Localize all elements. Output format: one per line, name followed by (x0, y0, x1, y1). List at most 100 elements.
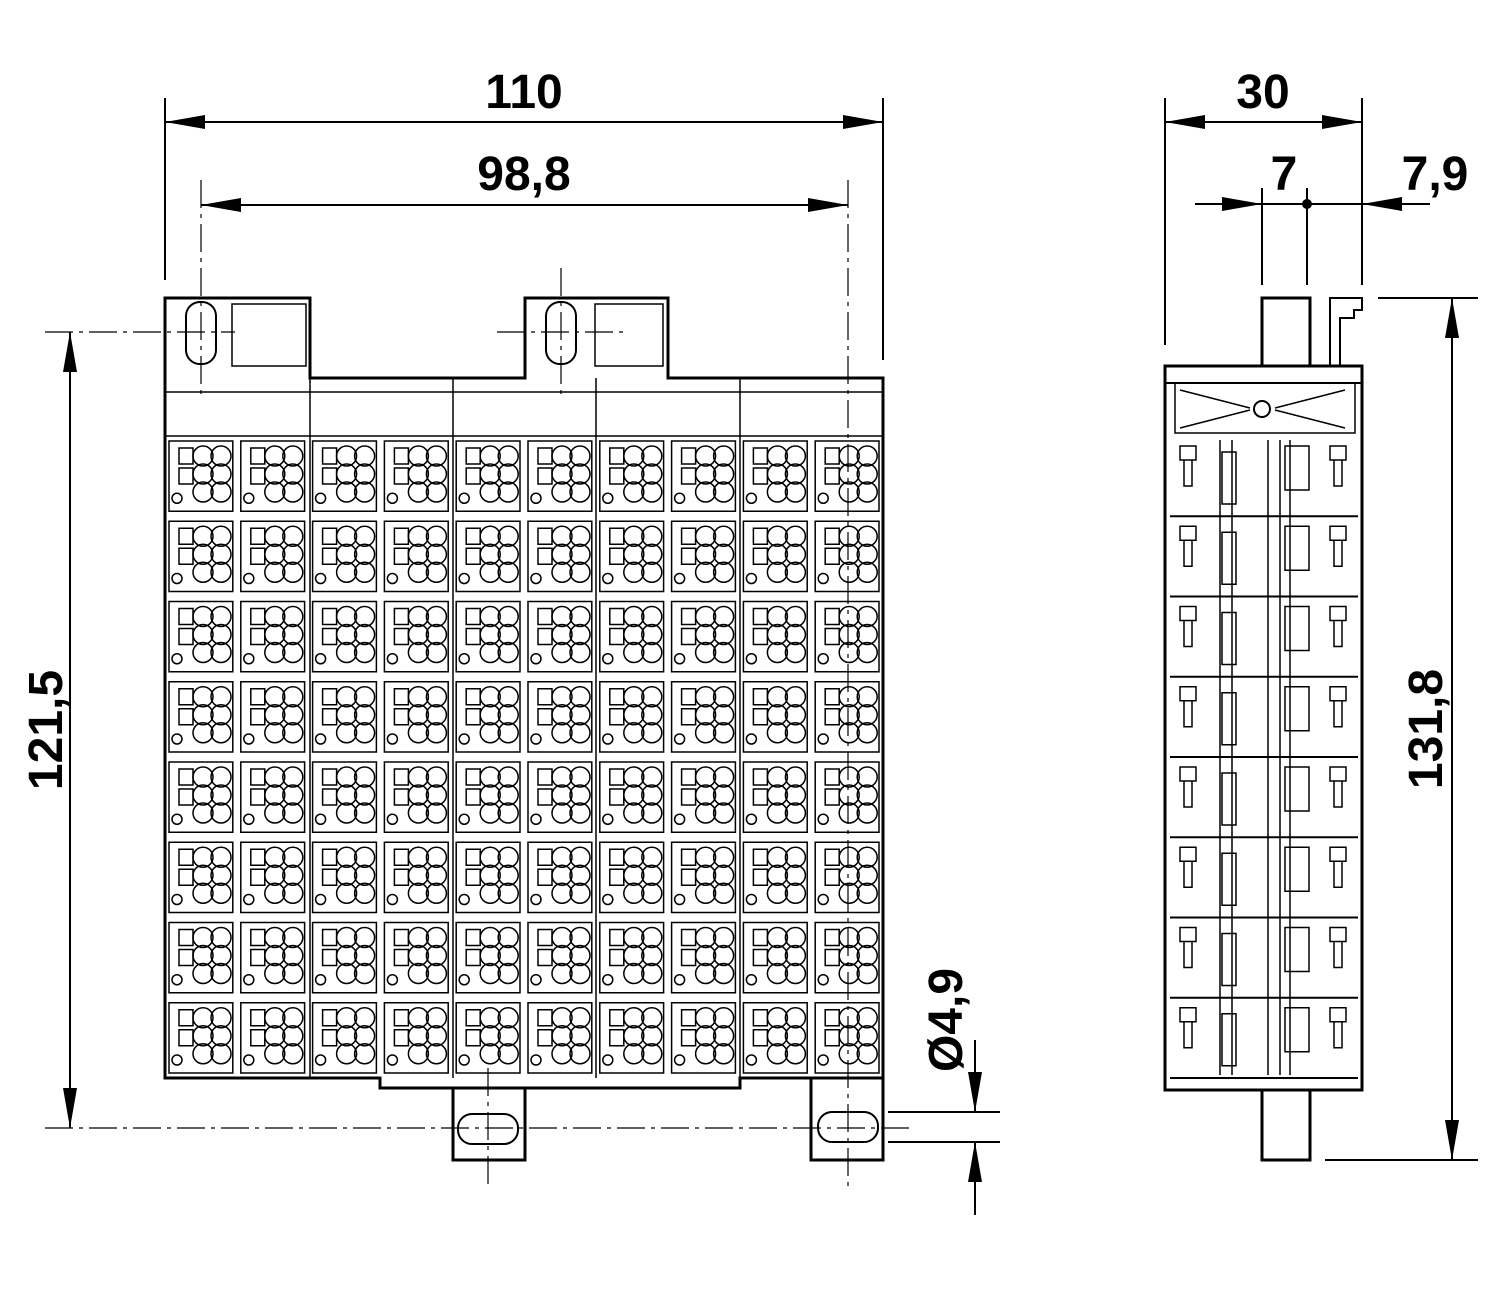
dim-label-30: 30 (1236, 66, 1289, 119)
side-contact-row (1170, 846, 1358, 919)
dim-label-121-5: 121,5 (20, 670, 73, 790)
terminal-module (383, 600, 449, 673)
side-contact-row (1170, 1007, 1358, 1079)
terminal-module (311, 440, 378, 512)
terminal-module (527, 440, 593, 512)
terminal-module (383, 841, 449, 914)
front-top-foot-left (231, 303, 307, 367)
terminal-module (742, 681, 808, 753)
side-bottom-stub (1260, 1088, 1312, 1162)
side-terminal-grid (1170, 440, 1358, 1079)
terminal-module (814, 520, 880, 593)
terminal-module (814, 1002, 880, 1074)
dim-label-7-9: 7,9 (1402, 148, 1469, 201)
terminal-module (742, 921, 808, 994)
terminal-module (814, 600, 880, 673)
terminal-module (240, 600, 306, 673)
terminal-module (311, 681, 378, 753)
dimension-30: 30 (1164, 66, 1363, 345)
terminal-module (168, 440, 234, 512)
terminal-module (599, 921, 665, 994)
side-contact-row (1170, 686, 1358, 758)
terminal-module (311, 921, 378, 994)
terminal-module (527, 600, 593, 673)
terminal-module (240, 841, 306, 914)
terminal-module (168, 1002, 234, 1074)
terminal-module (383, 440, 449, 512)
terminal-module (383, 520, 449, 593)
terminal-module (670, 761, 737, 833)
side-contact-row (1170, 445, 1358, 518)
terminal-module (168, 841, 234, 914)
terminal-module (599, 1002, 665, 1074)
dim-label-hole-diameter: Ø4,9 (920, 968, 973, 1072)
dimension-131-8: 131,8 (1325, 297, 1478, 1161)
terminal-module (168, 921, 234, 994)
terminal-module (814, 681, 880, 753)
terminal-module (311, 520, 378, 593)
terminal-module (742, 1002, 808, 1074)
terminal-module (670, 841, 737, 914)
terminal-module (599, 520, 665, 593)
terminal-module (455, 520, 521, 593)
terminal-module (383, 761, 449, 833)
terminal-module (742, 761, 808, 833)
terminal-module (599, 440, 665, 512)
dim-label-110: 110 (485, 66, 562, 119)
terminal-module (383, 921, 449, 994)
dim-label-7: 7 (1271, 148, 1298, 201)
terminal-module (455, 761, 521, 833)
terminal-module (814, 921, 880, 994)
terminal-module (240, 1002, 306, 1074)
terminal-module (814, 841, 880, 914)
side-top-stub (1260, 296, 1312, 368)
side-contact-row (1170, 926, 1358, 999)
terminal-module (311, 841, 378, 914)
terminal-module (670, 1002, 737, 1074)
dimension-7-and-7-9: 7 7,9 (1195, 148, 1468, 285)
terminal-module (599, 600, 665, 673)
terminal-module (670, 440, 737, 512)
terminal-module (455, 681, 521, 753)
dim-label-98-8: 98,8 (477, 148, 570, 201)
terminal-module (455, 600, 521, 673)
dimension-110: 110 (164, 66, 884, 360)
dim-label-131-8: 131,8 (1400, 669, 1453, 789)
terminal-module (455, 440, 521, 512)
side-header-truss (1174, 382, 1356, 434)
side-contact-row (1170, 605, 1358, 678)
terminal-module (527, 1002, 593, 1074)
terminal-module (742, 841, 808, 914)
terminal-module (527, 761, 593, 833)
terminal-module (599, 841, 665, 914)
front-top-foot-mid (594, 303, 664, 367)
terminal-module (455, 841, 521, 914)
terminal-module (240, 520, 306, 593)
front-view (45, 180, 912, 1190)
terminal-module (814, 761, 880, 833)
terminal-module (670, 921, 737, 994)
terminal-module (168, 681, 234, 753)
side-din-clip (1329, 297, 1363, 367)
side-view (1163, 296, 1364, 1162)
dimension-98-8: 98,8 (201, 148, 848, 212)
terminal-module (527, 921, 593, 994)
terminal-module (670, 681, 737, 753)
terminal-module (455, 921, 521, 994)
front-terminal-grid (168, 378, 880, 1078)
terminal-module (168, 761, 234, 833)
terminal-module (168, 520, 234, 593)
terminal-module (742, 600, 808, 673)
terminal-module (742, 520, 808, 593)
terminal-module (455, 1002, 521, 1074)
terminal-module (311, 600, 378, 673)
terminal-module (742, 440, 808, 512)
dimension-121-5: 121,5 (20, 332, 77, 1128)
terminal-module (670, 600, 737, 673)
side-body-outline (1163, 364, 1364, 1092)
terminal-module (240, 440, 306, 512)
front-top-rail (164, 391, 884, 437)
terminal-module (240, 681, 306, 753)
terminal-module (168, 600, 234, 673)
